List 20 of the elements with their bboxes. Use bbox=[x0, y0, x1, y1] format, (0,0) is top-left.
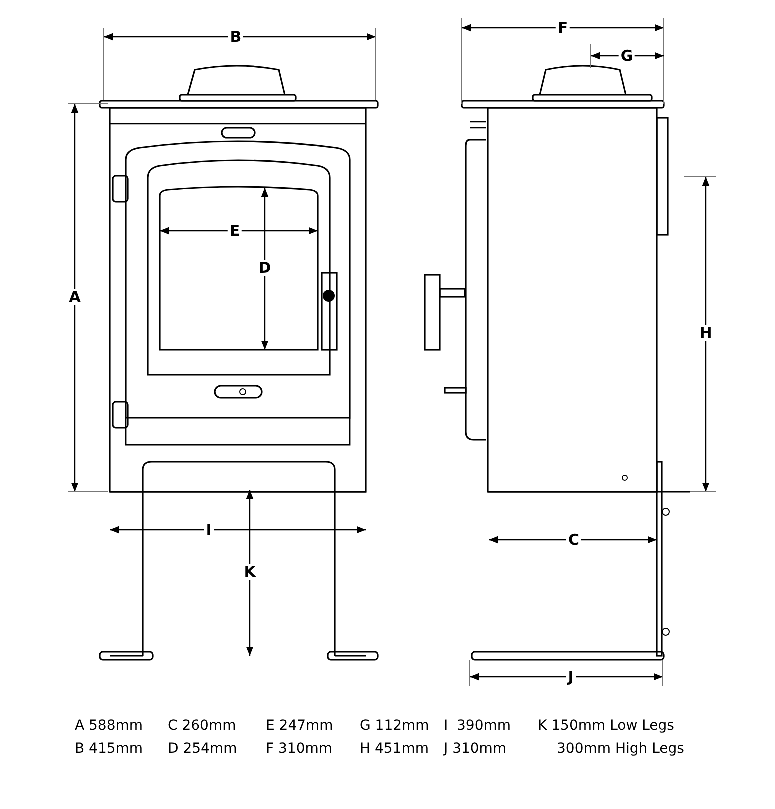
dimension-letter: I bbox=[204, 522, 214, 538]
dimension-value: H 451mm bbox=[360, 741, 429, 757]
dimension-letter: B bbox=[228, 29, 244, 45]
dimension-value: 300mm High Legs bbox=[557, 741, 684, 757]
dimension-value: J 310mm bbox=[444, 741, 507, 757]
dimension-letter: F bbox=[556, 20, 570, 36]
dimension-value: B 415mm bbox=[75, 741, 144, 757]
dimension-letter: E bbox=[228, 223, 242, 239]
dimension-value: E 247mm bbox=[266, 718, 334, 734]
dimension-value: G 112mm bbox=[360, 718, 430, 734]
dimension-letter: C bbox=[566, 532, 582, 548]
dimension-letter: J bbox=[566, 669, 576, 685]
dimension-value: I 390mm bbox=[444, 718, 512, 734]
dimension-letter: A bbox=[67, 289, 83, 305]
dimension-letter: G bbox=[618, 48, 636, 64]
dimension-value: F 310mm bbox=[266, 741, 332, 757]
dimension-value: D 254mm bbox=[168, 741, 238, 757]
dimension-value: C 260mm bbox=[168, 718, 236, 734]
dimension-value: K 150mm Low Legs bbox=[538, 718, 674, 734]
dimension-value: A 588mm bbox=[75, 718, 144, 734]
